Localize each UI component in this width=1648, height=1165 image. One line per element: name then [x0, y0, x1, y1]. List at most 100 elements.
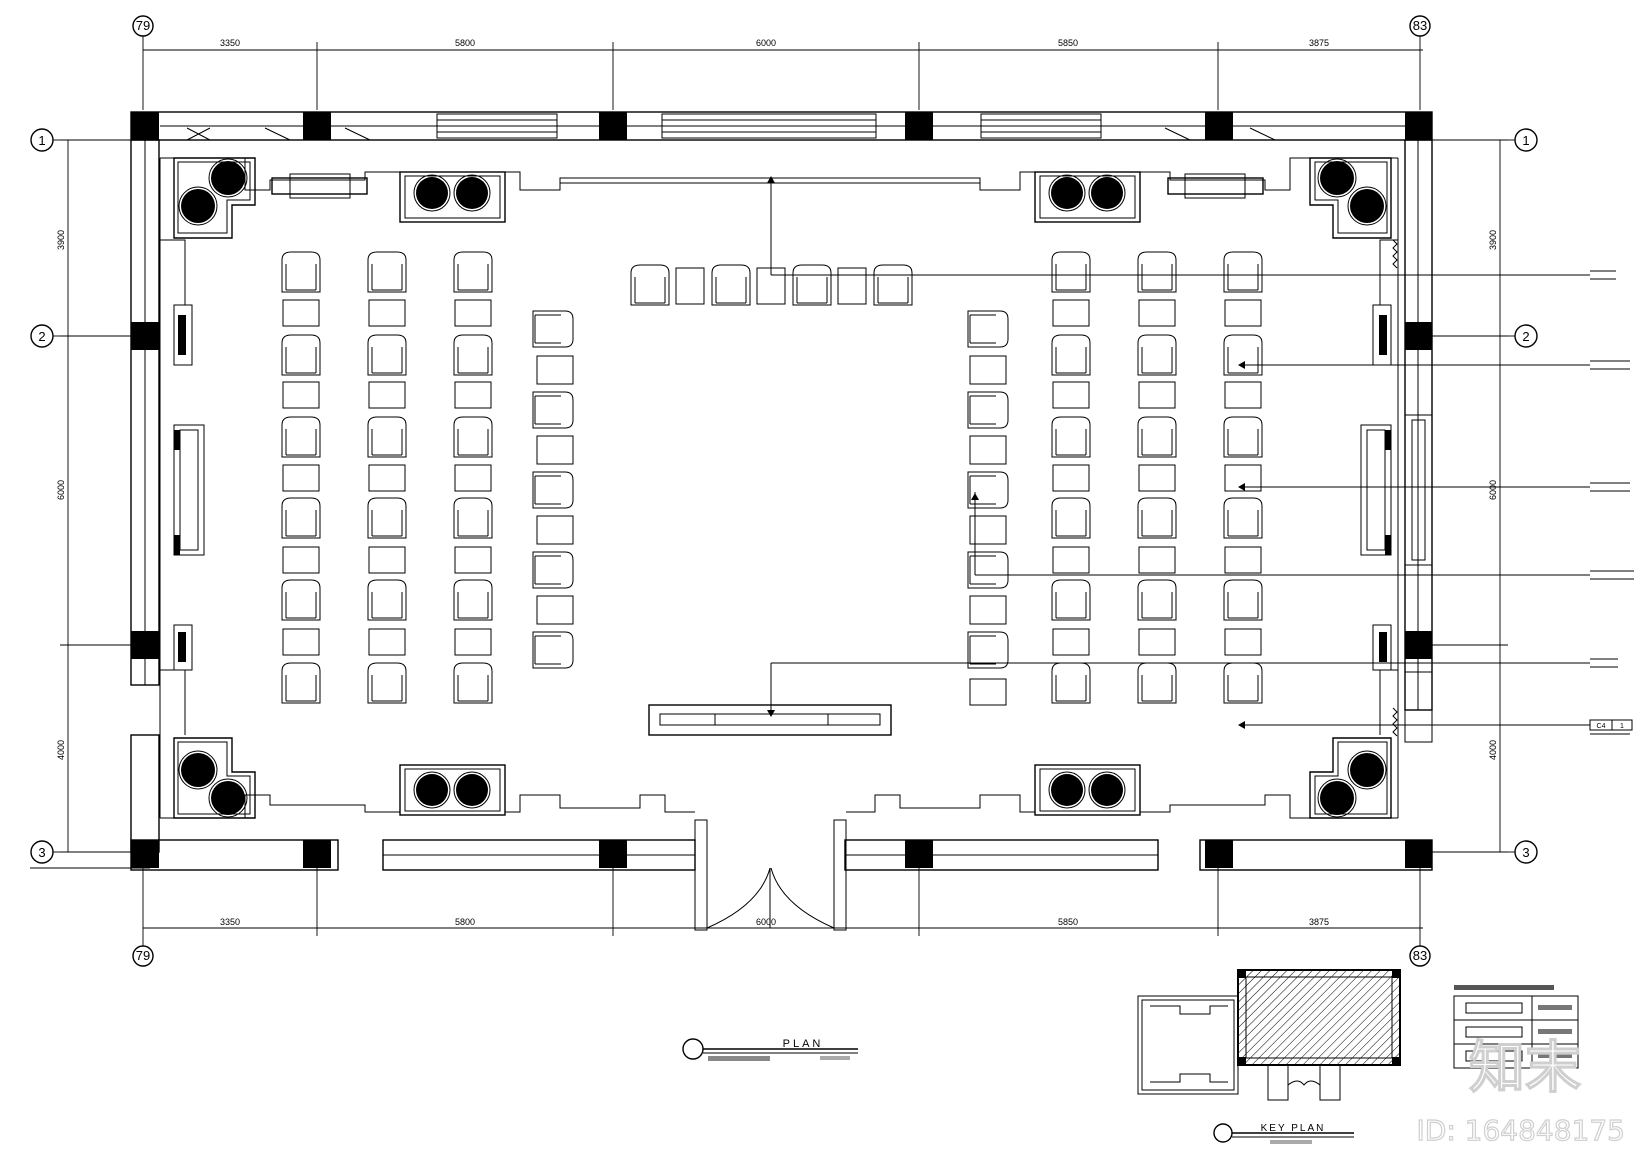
chair: [1137, 662, 1177, 704]
chair: [1051, 334, 1091, 376]
top-dim-4: 5850: [1058, 38, 1078, 48]
table: [536, 355, 574, 385]
chair: [630, 264, 670, 306]
svg-text:2: 2: [1522, 329, 1529, 344]
grid-bubble-3-right: 3: [1508, 840, 1538, 864]
chair: [367, 579, 407, 621]
chair: [711, 264, 751, 306]
svg-text:79: 79: [136, 948, 150, 963]
top-dim-2: 5800: [455, 38, 475, 48]
chair: [532, 471, 574, 509]
chair: [453, 416, 493, 458]
chair: [1223, 579, 1263, 621]
table: [368, 299, 406, 327]
watermark: 知末 ID: 164848175: [1416, 1035, 1626, 1147]
table: [282, 464, 320, 492]
svg-text:3: 3: [38, 845, 45, 860]
annotation-ticks: [1590, 270, 1634, 735]
top-dim-5: 3875: [1309, 38, 1329, 48]
chair: [1223, 662, 1263, 704]
chair: [532, 551, 574, 589]
right-dimension-chain: 3900 6000 4000: [1430, 139, 1508, 853]
chair: [792, 264, 832, 306]
table: [1224, 381, 1262, 409]
corner-planters: [173, 157, 1392, 819]
table: [536, 515, 574, 545]
top-dim-1: 3350: [220, 38, 240, 48]
table: [969, 678, 1007, 706]
plan-title: PLAN: [783, 1038, 824, 1050]
chair: [1137, 334, 1177, 376]
table: [454, 628, 492, 656]
table: [454, 299, 492, 327]
front-table: [648, 704, 892, 736]
table: [1138, 546, 1176, 574]
key-plan-title: KEY PLAN: [1261, 1123, 1326, 1134]
grid-bubble-1-left: 1: [30, 128, 60, 152]
planter-bottom-right: [1309, 737, 1392, 819]
chair: [532, 310, 574, 348]
table: [1138, 464, 1176, 492]
outer-walls: [130, 111, 1433, 931]
table: [837, 267, 867, 305]
planter-top-right: [1309, 157, 1392, 239]
left-dimension-chain: 3900 6000 4000: [56, 139, 140, 853]
structural-columns: [131, 112, 1432, 868]
table: [1052, 546, 1090, 574]
table: [969, 355, 1007, 385]
table: [1224, 299, 1262, 327]
bottom-dim-1: 3350: [220, 917, 240, 927]
bottom-dimension-chain: 3350 5800 6000 5850 3875: [142, 866, 1423, 936]
right-dim-3: 4000: [1488, 740, 1498, 760]
chair: [281, 662, 321, 704]
chair: [367, 662, 407, 704]
planter-bottom-a: [399, 764, 506, 816]
table: [282, 299, 320, 327]
chair: [281, 497, 321, 539]
right-dim-2: 6000: [1488, 480, 1498, 500]
table: [1138, 381, 1176, 409]
table: [282, 381, 320, 409]
chair: [367, 251, 407, 293]
chair: [1137, 416, 1177, 458]
chair: [1051, 662, 1091, 704]
bottom-dim-5: 3875: [1309, 917, 1329, 927]
inner-perimeter: [159, 157, 1399, 819]
chair: [1051, 579, 1091, 621]
grid-bubble-79-bottom: 79: [132, 936, 154, 967]
svg-text:2: 2: [38, 329, 45, 344]
chair: [367, 334, 407, 376]
grid-bubble-83-bottom: 83: [1409, 936, 1431, 967]
table: [368, 628, 406, 656]
svg-text:83: 83: [1413, 948, 1427, 963]
planter-top-left: [173, 157, 256, 239]
table: [1138, 628, 1176, 656]
left-dim-3: 4000: [56, 740, 66, 760]
chair: [367, 497, 407, 539]
chair: [1223, 497, 1263, 539]
chair: [1051, 251, 1091, 293]
table: [368, 381, 406, 409]
left-dim-1: 3900: [56, 230, 66, 250]
grid-bubble-83-top: 83: [1409, 15, 1431, 42]
chair: [367, 416, 407, 458]
table: [536, 595, 574, 625]
table: [282, 546, 320, 574]
table: [969, 435, 1007, 465]
right-dim-1: 3900: [1488, 230, 1498, 250]
bottom-dim-4: 5850: [1058, 917, 1078, 927]
chair: [1223, 416, 1263, 458]
chair: [967, 471, 1009, 509]
chair: [532, 391, 574, 429]
leader-lines: C4 1: [767, 176, 1634, 735]
table: [1052, 464, 1090, 492]
svg-text:1: 1: [38, 133, 45, 148]
side-wall-features: [160, 239, 1433, 743]
planter-bottom-left: [173, 737, 256, 819]
table: [969, 595, 1007, 625]
grid-bubble-2-left: 2: [30, 324, 60, 348]
chair: [1137, 497, 1177, 539]
chair: [1051, 416, 1091, 458]
chair: [453, 579, 493, 621]
